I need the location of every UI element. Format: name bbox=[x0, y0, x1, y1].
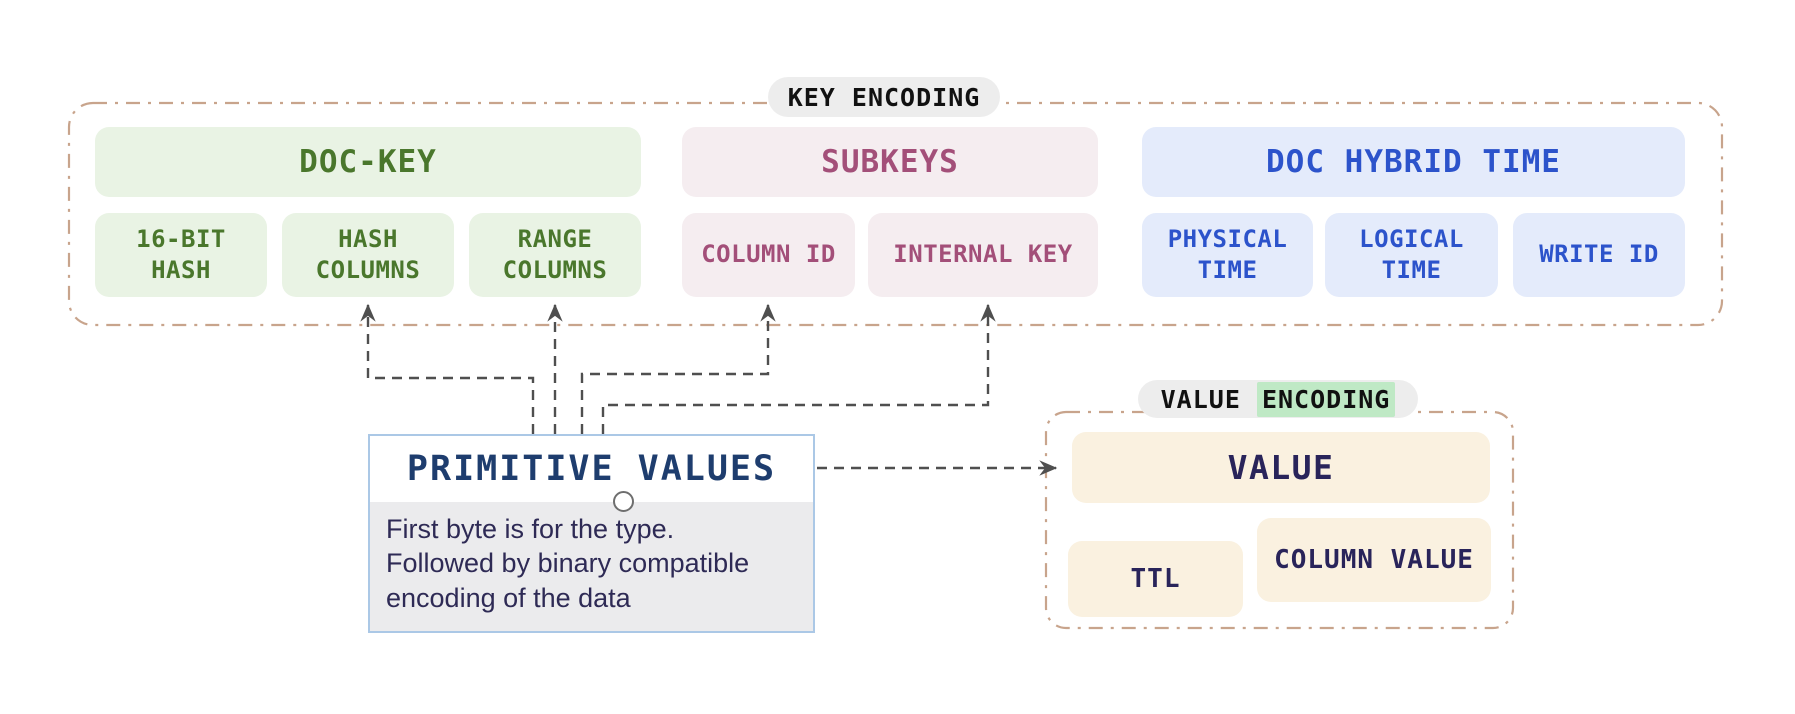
box-logical-time-label: LOGICAL TIME bbox=[1359, 224, 1464, 284]
box-hash-columns: HASH COLUMNS bbox=[282, 213, 454, 297]
box-ttl: TTL bbox=[1068, 541, 1243, 617]
box-logical-time: LOGICAL TIME bbox=[1325, 213, 1498, 297]
value-encoding-container-border bbox=[1044, 410, 1515, 630]
box-internal-key-label: INTERNAL KEY bbox=[893, 240, 1073, 269]
box-column-value-label: COLUMN VALUE bbox=[1274, 545, 1474, 575]
subkeys-header: SUBKEYS bbox=[682, 127, 1098, 197]
arrow-to-column-id bbox=[580, 303, 776, 434]
box-internal-key: INTERNAL KEY bbox=[868, 213, 1098, 297]
arrow-to-hash-columns bbox=[360, 303, 535, 434]
box-value-label: VALUE bbox=[1227, 448, 1335, 487]
box-ttl-label: TTL bbox=[1130, 564, 1181, 594]
doc-key-title: DOC-KEY bbox=[299, 144, 437, 180]
box-value: VALUE bbox=[1072, 432, 1490, 503]
primitive-values-title: PRIMITIVE VALUES bbox=[370, 436, 813, 502]
box-hash-columns-label: HASH COLUMNS bbox=[315, 224, 421, 284]
value-encoding-label-highlight: ENCODING bbox=[1256, 381, 1396, 417]
box-write-id: WRITE ID bbox=[1513, 213, 1685, 297]
box-column-id-label: COLUMN ID bbox=[701, 240, 836, 269]
doc-hybrid-time-header: DOC HYBRID TIME bbox=[1142, 127, 1685, 197]
box-16-bit-hash: 16-BIT HASH bbox=[95, 213, 267, 297]
box-column-id: COLUMN ID bbox=[682, 213, 855, 297]
subkeys-title: SUBKEYS bbox=[821, 144, 959, 180]
arrow-to-internal-key bbox=[601, 303, 996, 434]
box-range-columns: RANGE COLUMNS bbox=[469, 213, 641, 297]
value-encoding-label: VALUE ENCODING bbox=[1138, 380, 1418, 418]
doc-key-header: DOC-KEY bbox=[95, 127, 641, 197]
box-column-value: COLUMN VALUE bbox=[1257, 518, 1491, 602]
box-physical-time-label: PHYSICAL TIME bbox=[1167, 224, 1288, 284]
connector-port-circle bbox=[613, 491, 634, 512]
key-encoding-label: KEY ENCODING bbox=[768, 77, 1000, 117]
value-encoding-label-plain: VALUE bbox=[1160, 384, 1257, 414]
box-range-columns-label: RANGE COLUMNS bbox=[502, 224, 608, 284]
key-encoding-label-text: KEY ENCODING bbox=[787, 82, 981, 112]
box-16-bit-hash-label: 16-BIT HASH bbox=[136, 224, 226, 284]
doc-hybrid-time-title: DOC HYBRID TIME bbox=[1266, 144, 1561, 180]
box-write-id-label: WRITE ID bbox=[1539, 240, 1659, 269]
box-physical-time: PHYSICAL TIME bbox=[1142, 213, 1313, 297]
primitive-values-description: First byte is for the type. Followed by … bbox=[370, 502, 813, 631]
primitive-values-card: PRIMITIVE VALUES First byte is for the t… bbox=[368, 434, 815, 633]
